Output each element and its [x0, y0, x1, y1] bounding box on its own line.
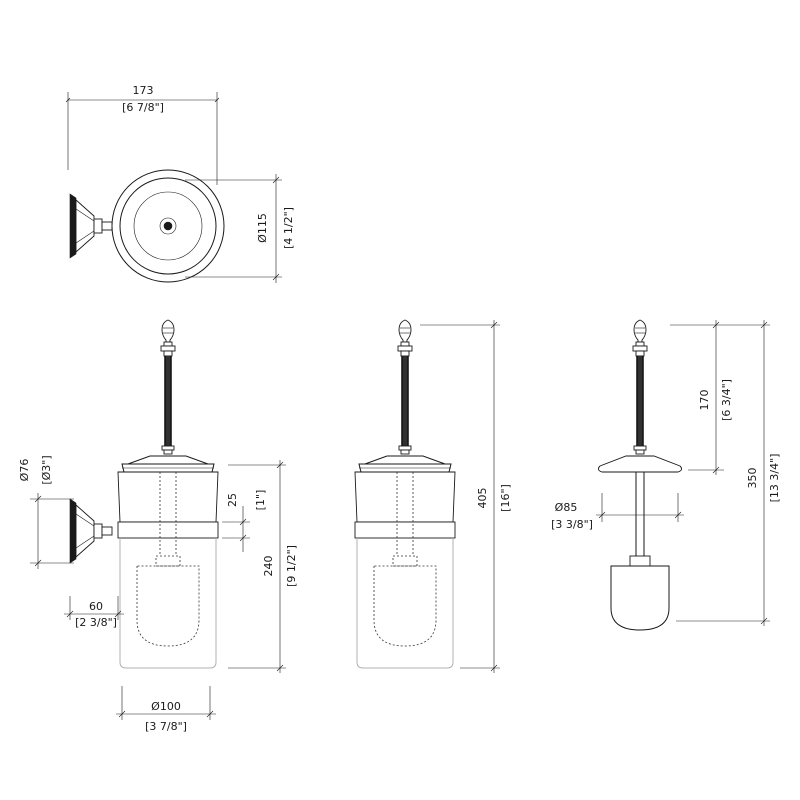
top-diameter-dimension: Ø115 [4 1/2"]	[185, 174, 295, 283]
holder-height-dimension: 240 [9 1/2"]	[228, 460, 298, 673]
total-height-mm: 405	[476, 488, 489, 509]
holder-diameter-dimension: Ø100 [3 7/8"]	[116, 686, 216, 733]
holder-diameter-mm: Ø100	[151, 700, 181, 713]
brush-diameter-in: [3 3/8"]	[551, 518, 593, 531]
total-height-dimension: 405 [16"]	[420, 320, 512, 673]
top-width-mm: 173	[133, 84, 154, 97]
projection-in: [2 3/8"]	[75, 616, 117, 629]
top-diameter-mm: Ø115	[256, 213, 269, 243]
holder-height-mm: 240	[262, 556, 275, 577]
top-view	[69, 169, 225, 283]
top-width-dimension: 173 [6 7/8"]	[65, 84, 220, 185]
band-height-mm: 25	[226, 493, 239, 507]
plate-diameter-dimension: Ø76 [Ø3"]	[18, 455, 74, 569]
top-diameter-in: [4 1/2"]	[282, 207, 295, 249]
brush-length-dimension: 350 [13 3/4"]	[676, 320, 781, 626]
band-height-in: [1"]	[254, 490, 267, 511]
brush-view	[597, 319, 683, 631]
brush-diameter-mm: Ø85	[555, 501, 578, 514]
top-width-in: [6 7/8"]	[122, 101, 164, 114]
projection-dimension: 60 [2 3/8"]	[64, 596, 124, 629]
handle-length-dimension: 170 [6 3/4"]	[670, 320, 733, 475]
holder-diameter-in: [3 7/8"]	[145, 720, 187, 733]
brush-length-in: [13 3/4"]	[768, 454, 781, 503]
front-view	[355, 320, 455, 668]
band-height-dimension: 25 [1"]	[222, 490, 267, 552]
projection-mm: 60	[89, 600, 103, 613]
brush-diameter-dimension: Ø85 [3 3/8"]	[551, 493, 684, 531]
holder-height-in: [9 1/2"]	[285, 545, 298, 587]
handle-length-in: [6 3/4"]	[720, 379, 733, 421]
plate-diameter-in: [Ø3"]	[40, 455, 53, 484]
total-height-in: [16"]	[499, 484, 512, 512]
handle-length-mm: 170	[698, 390, 711, 411]
plate-diameter-mm: Ø76	[18, 459, 31, 482]
brush-length-mm: 350	[746, 468, 759, 489]
